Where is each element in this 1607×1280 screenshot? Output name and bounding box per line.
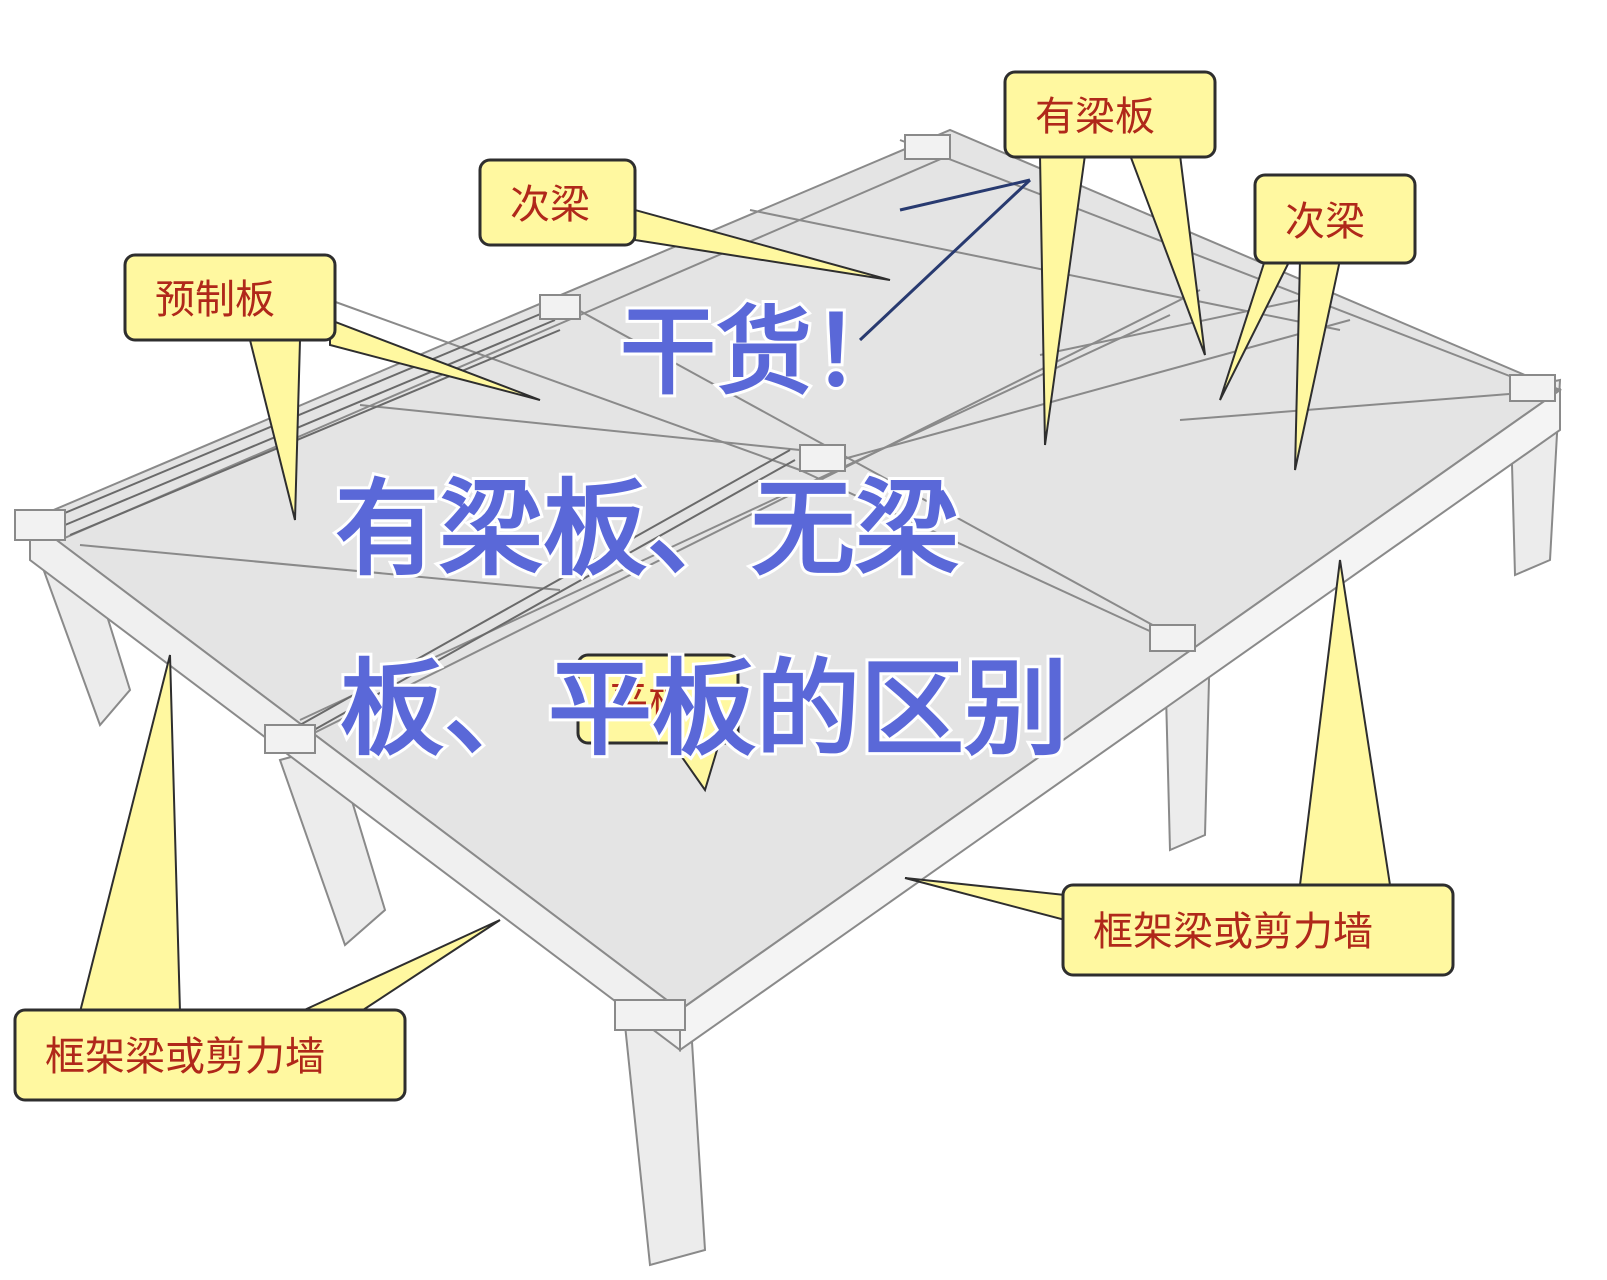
precast-slab-strips: [59, 309, 796, 736]
callout-flat-slab: 平板: [576, 653, 740, 793]
callout-tail: [299, 919, 501, 1013]
column-front: [623, 1008, 707, 1267]
callout-tail: [1298, 559, 1392, 886]
beam-junctions: [14, 134, 1556, 1031]
callout-secondary-beam-right: 次梁: [1219, 173, 1417, 471]
label-secondary-beam-right: 次梁: [1285, 199, 1365, 245]
callout-box: [13, 1008, 407, 1102]
callout-frame-beam-right: 框架梁或剪力墙: [904, 559, 1455, 977]
beam-grid: [59, 139, 1561, 741]
callout-secondary-beam-left: 次梁: [478, 158, 891, 281]
callout-precast-slab: 预制板: [123, 253, 541, 521]
callout-tail: [904, 877, 1066, 922]
callout-beam-slab: 有梁板: [1003, 70, 1217, 446]
label-secondary-beam-left: 次梁: [510, 182, 590, 228]
overlay-line-1: 干货！: [620, 296, 908, 408]
overlay-line-2: 有梁板、无梁: [335, 468, 959, 590]
overlay-line-3: 板、平板的区别: [340, 648, 1068, 770]
slab-edge-right: [679, 388, 1561, 1052]
label-flat-slab: 平板: [608, 679, 688, 725]
callout-box: [576, 653, 740, 745]
pointer-lines: [858, 178, 1032, 342]
label-frame-beam-left: 框架梁或剪力墙: [45, 1034, 325, 1080]
callout-box: [123, 253, 337, 342]
callout-box: [478, 158, 637, 247]
callouts: 预制板 次梁 有梁板 次梁 平板: [13, 70, 1455, 1102]
overlay-headline: 干货！ 有梁板、无梁 板、平板的区别: [332, 293, 1071, 773]
callout-box: [1003, 70, 1217, 159]
label-beam-slab: 有梁板: [1035, 94, 1155, 140]
label-frame-beam-right: 框架梁或剪力墙: [1093, 909, 1373, 955]
callout-frame-beam-left: 框架梁或剪力墙: [13, 654, 501, 1102]
label-precast-slab: 预制板: [155, 277, 275, 323]
callout-box: [1061, 883, 1455, 977]
callout-box: [1253, 173, 1417, 265]
